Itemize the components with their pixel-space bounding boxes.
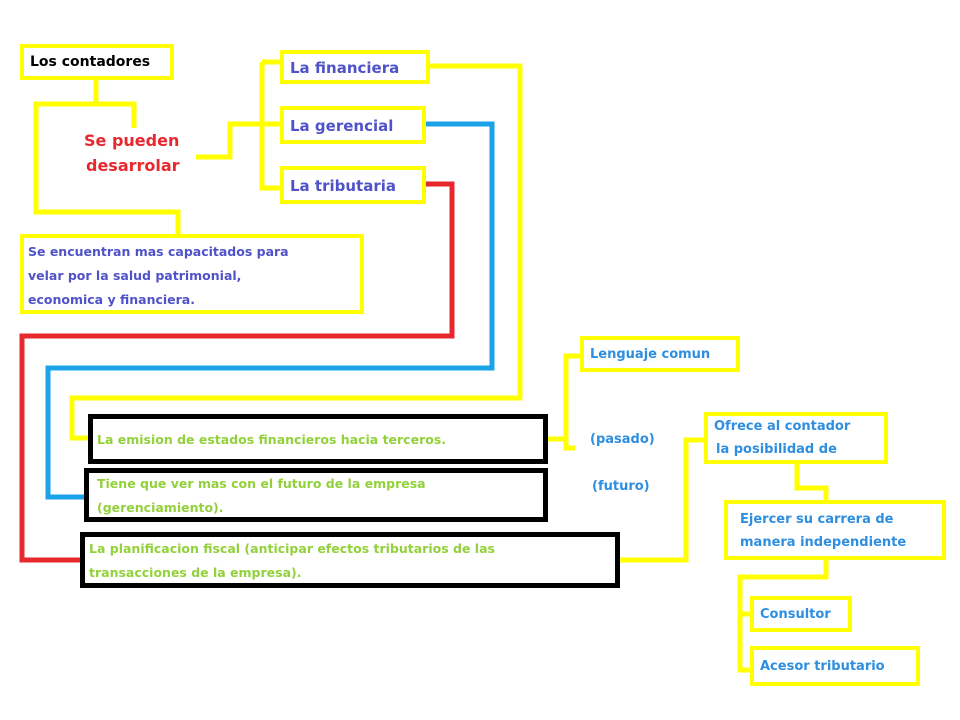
node-acesor-label: Acesor tributario — [760, 659, 885, 674]
node-consultor: Consultor — [750, 596, 852, 632]
futuro-label: (futuro) — [592, 479, 650, 494]
node-ejercer-line-1: Ejercer su carrera de — [740, 512, 894, 527]
node-planificacion-line-1: La planificacion fiscal (anticipar efect… — [89, 541, 495, 556]
node-capacitados-line-1: Se encuentran mas capacitados para — [28, 244, 289, 259]
node-emision-label: La emision de estados financieros hacia … — [97, 432, 447, 447]
pasado-label: (pasado) — [590, 432, 655, 447]
node-capacitados-line-3: economica y financiera. — [28, 292, 195, 307]
node-contadores: Los contadores — [20, 44, 174, 80]
node-ofrece-line-2: la posibilidad de — [716, 442, 837, 457]
yellow-connectors — [33, 59, 829, 673]
node-financiera: La financiera — [280, 50, 430, 84]
node-ejercer: Ejercer su carrera de manera independien… — [724, 500, 946, 560]
node-capacitados: Se encuentran mas capacitados para velar… — [20, 234, 364, 314]
blue-connector — [45, 121, 495, 500]
node-lenguaje-label: Lenguaje comun — [590, 347, 711, 362]
node-tributaria-label: La tributaria — [290, 177, 396, 195]
node-contadores-label: Los contadores — [30, 54, 151, 70]
node-gerencial-label: La gerencial — [290, 117, 394, 135]
node-planificacion-line-2: transacciones de la empresa). — [89, 565, 302, 580]
node-tributaria: La tributaria — [280, 166, 426, 204]
node-capacitados-line-2: velar por la salud patrimonial, — [28, 268, 242, 283]
node-ejercer-line-2: manera independiente — [740, 535, 907, 550]
desarrolar-label: desarrolar — [86, 156, 180, 175]
node-ofrece: Ofrece al contador la posibilidad de — [704, 412, 888, 464]
node-ofrece-line-1: Ofrece al contador — [714, 419, 851, 434]
node-consultor-label: Consultor — [760, 607, 831, 622]
node-financiera-label: La financiera — [290, 59, 400, 77]
node-gerencial: La gerencial — [280, 106, 426, 144]
node-futuro-line-1: Tiene que ver mas con el futuro de la em… — [97, 476, 426, 491]
node-acesor: Acesor tributario — [750, 646, 920, 686]
node-emision: La emision de estados financieros hacia … — [88, 414, 548, 464]
node-lenguaje: Lenguaje comun — [580, 336, 740, 372]
node-futuro-line-2: (gerenciamiento). — [97, 500, 224, 515]
node-futuro: Tiene que ver mas con el futuro de la em… — [84, 468, 548, 522]
red-connector — [19, 181, 455, 563]
node-planificacion: La planificacion fiscal (anticipar efect… — [80, 532, 620, 588]
se-pueden-label: Se pueden — [84, 131, 180, 150]
